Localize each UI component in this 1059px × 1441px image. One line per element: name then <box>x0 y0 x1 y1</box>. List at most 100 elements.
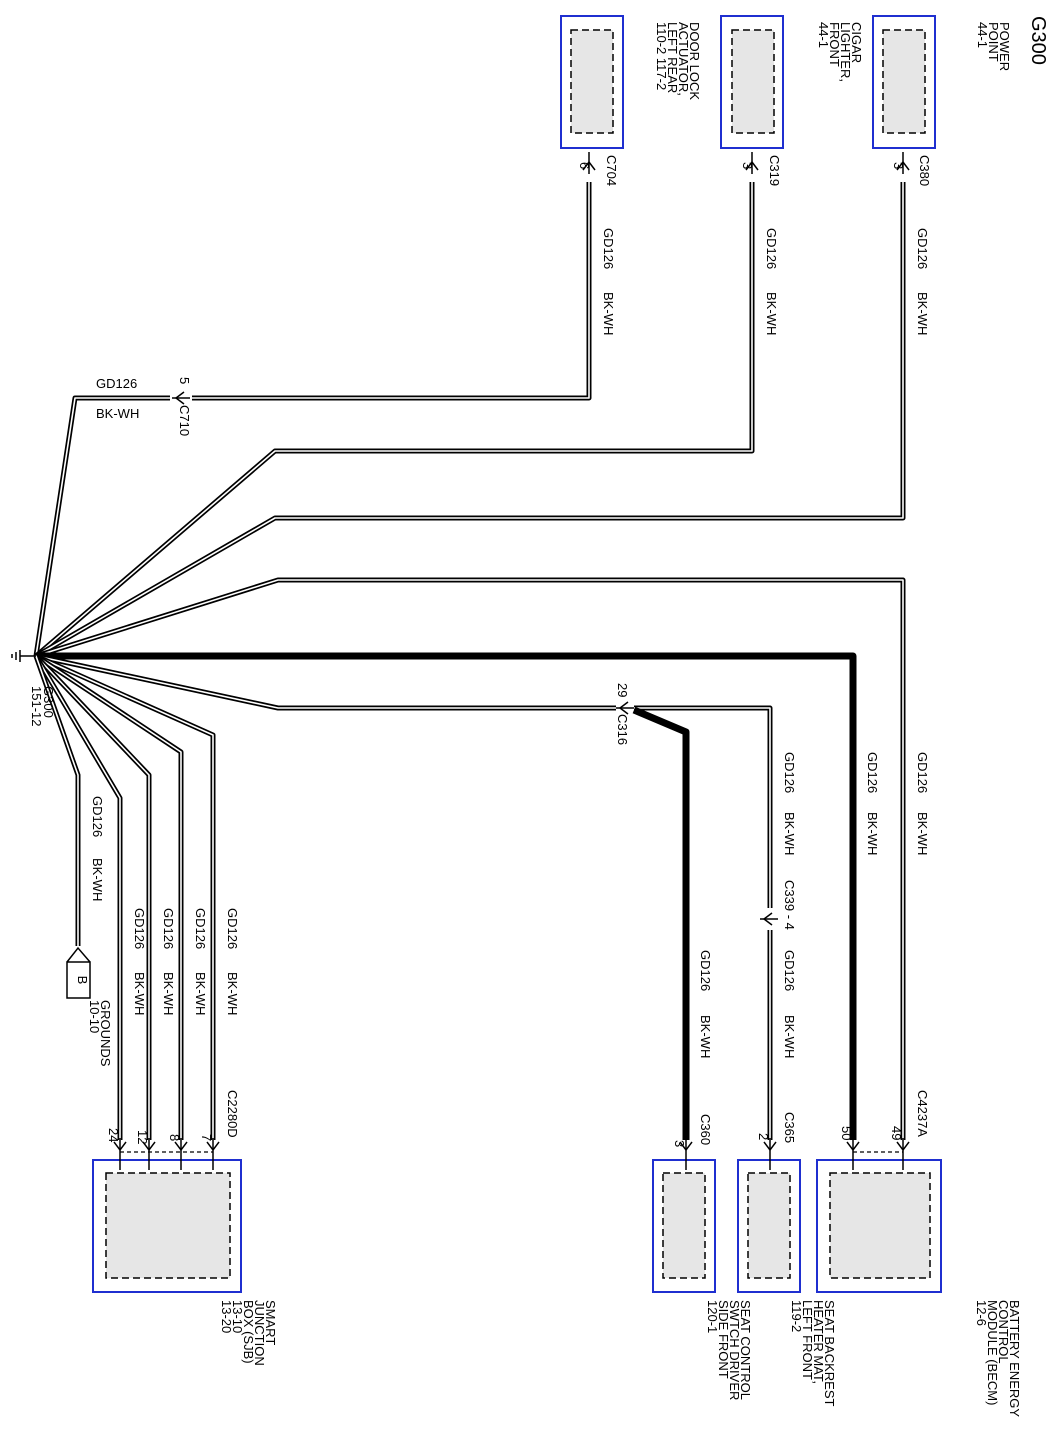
ground-symbol-icon <box>11 650 36 662</box>
c704-connector-label: C704 <box>604 155 619 186</box>
c360-pin-label: 3 <box>672 1140 687 1147</box>
c704-wire-color-label: BK-WH <box>601 292 616 335</box>
cigar-lighter-label-line: 44-1 <box>816 22 831 48</box>
seat-control-label-line: SIDE FRONT <box>716 1300 731 1379</box>
c2280d-24-wire-circuit-label: GD126 <box>132 908 147 949</box>
door-lock-label-line: 110-2 117-2 <box>654 22 669 90</box>
wire-to-c2280d-24 <box>33 654 123 1140</box>
c365-wire-circuit-label: GD126 <box>782 950 797 991</box>
becm-49-wire-circuit-label: GD126 <box>915 752 930 793</box>
c319-pin-mark <box>745 152 759 174</box>
grounds-reference-letter: B <box>75 976 90 985</box>
c2280d-pin-mark-4 <box>113 1138 127 1170</box>
c339-pin-mark <box>760 912 778 926</box>
ground-ref-label: 151-12 <box>29 686 44 726</box>
wire-to-c316 <box>35 653 616 711</box>
wire-c316-to-c339 <box>634 705 773 908</box>
becm-label-line: 12-6 <box>974 1300 989 1326</box>
c4237a-pin-50-mark <box>846 1138 860 1170</box>
c2280d-12-wire-circuit-label: GD126 <box>161 908 176 949</box>
c710-pin-mark <box>172 391 190 405</box>
wire-to-c2280d-7 <box>34 653 216 1140</box>
c704-pin-mark <box>582 152 596 174</box>
c4237a-pin-49-label: 49 <box>889 1126 904 1140</box>
door-lock-actuator-box <box>560 15 624 149</box>
c380-wire-circuit-label: GD126 <box>915 228 930 269</box>
seat-backrest-heater-box <box>737 1159 801 1293</box>
grounds-ref-label-line: 10-10 <box>87 1000 102 1033</box>
cigar-lighter-box <box>720 15 784 149</box>
c319-wire-circuit-label: GD126 <box>764 228 779 269</box>
wires <box>33 182 906 1140</box>
c2280d-7-wire-color-label: BK-WH <box>225 972 240 1015</box>
c360-wire-circuit-label: GD126 <box>698 950 713 991</box>
becm-50-wire-color-label: BK-WH <box>865 812 880 855</box>
power-point-box <box>872 15 936 149</box>
c380-connector-label: C380 <box>917 155 932 186</box>
seat-backrest-label-line: SEAT BACKREST <box>822 1300 837 1406</box>
wire-to-c710 <box>33 395 170 657</box>
c704-wire-circuit-label: GD126 <box>601 228 616 269</box>
sjb-label-line: 13-20 <box>219 1300 234 1333</box>
wire-to-c4237a-50 <box>36 652 857 1140</box>
sjb-label-line: 13-10 <box>230 1300 245 1333</box>
c360-connector-label: C360 <box>698 1114 713 1145</box>
sjb-label-line: BOX (SJB) <box>241 1300 256 1364</box>
connector-pins <box>113 152 910 1170</box>
power-point-label-line: 44-1 <box>975 22 990 48</box>
c2280d-24-wire-color-label: BK-WH <box>132 972 147 1015</box>
becm-49-wire-color-label: BK-WH <box>915 812 930 855</box>
sjb-box <box>92 1159 242 1293</box>
power-point-label-line: POWER <box>997 22 1012 71</box>
becm-label-line: BATTERY ENERGY <box>1007 1300 1022 1417</box>
seat-control-label-line: SWTCH DRIVER <box>727 1300 742 1400</box>
c710-connector-label: C710 <box>177 405 192 436</box>
c316-connector-label: C316 <box>615 714 630 745</box>
becm-50-wire-circuit-label: GD126 <box>865 752 880 793</box>
c380-pin-mark <box>896 152 910 174</box>
c710-wire-circuit-label: GD126 <box>96 376 137 391</box>
seat-control-label-line: SEAT CONTROL <box>738 1300 753 1400</box>
wire-to-c2280d-8 <box>34 653 184 1140</box>
c316-pin-label: 29 <box>615 683 630 697</box>
wire-to-c319 <box>34 182 755 658</box>
wire-to-c4237a-49 <box>35 577 906 1140</box>
door-lock-label-line: ACTUATOR, <box>676 22 691 96</box>
wire-to-c2280d-12 <box>34 654 152 1140</box>
c2280d-12-wire-color-label: BK-WH <box>161 972 176 1015</box>
c339-upper-wire-color-label: BK-WH <box>782 812 797 855</box>
c4237a-connector-label: C4237A <box>915 1090 930 1137</box>
wire-to-grounds-ref <box>33 655 81 946</box>
c360-pin-mark <box>679 1138 693 1170</box>
page-title: G300 <box>1027 16 1049 65</box>
seat-backrest-label-line: HEATER MAT, <box>811 1300 826 1384</box>
grounds-ref-wire-color-label: BK-WH <box>90 858 105 901</box>
c319-wire-color-label: BK-WH <box>764 292 779 335</box>
c2280d-8-wire-color-label: BK-WH <box>193 972 208 1015</box>
cigar-lighter-label-line: CIGAR <box>849 22 864 63</box>
cigar-lighter-label-line: LIGHTER, <box>838 22 853 82</box>
wire-c316-to-c360 <box>632 706 690 1140</box>
c365-wire-color-label: BK-WH <box>782 1015 797 1058</box>
c365-connector-label: C365 <box>782 1112 797 1143</box>
sjb-label-line: JUNCTION <box>252 1300 267 1366</box>
c380-pin-label: 3 <box>891 162 906 169</box>
c4237a-pin-50-label: 50 <box>839 1126 854 1140</box>
becm-box <box>816 1159 942 1293</box>
c365-pin-mark <box>763 1138 777 1170</box>
c2280d-pin-mark-1 <box>206 1138 220 1170</box>
seat-backrest-label-line: 119-2 <box>789 1300 804 1332</box>
c319-pin-label: 3 <box>740 162 755 169</box>
c2280d-8-wire-circuit-label: GD126 <box>193 908 208 949</box>
c4237a-pin-49-mark <box>896 1138 910 1170</box>
seat-control-label-line: 120-1 <box>705 1300 720 1333</box>
c2280d-pin-8-label: 8 <box>167 1134 182 1141</box>
seat-control-switch-box <box>652 1159 716 1293</box>
grounds-reference-tag: B <box>66 946 91 999</box>
door-lock-label-line: LEFT REAR <box>665 22 680 93</box>
grounds-ref-label-line: GROUNDS <box>98 1000 113 1067</box>
becm-label-line: MODULE (BECM) <box>985 1300 1000 1405</box>
ground-name-label: G300 <box>41 686 56 718</box>
c339-upper-wire-circuit-label: GD126 <box>782 752 797 793</box>
